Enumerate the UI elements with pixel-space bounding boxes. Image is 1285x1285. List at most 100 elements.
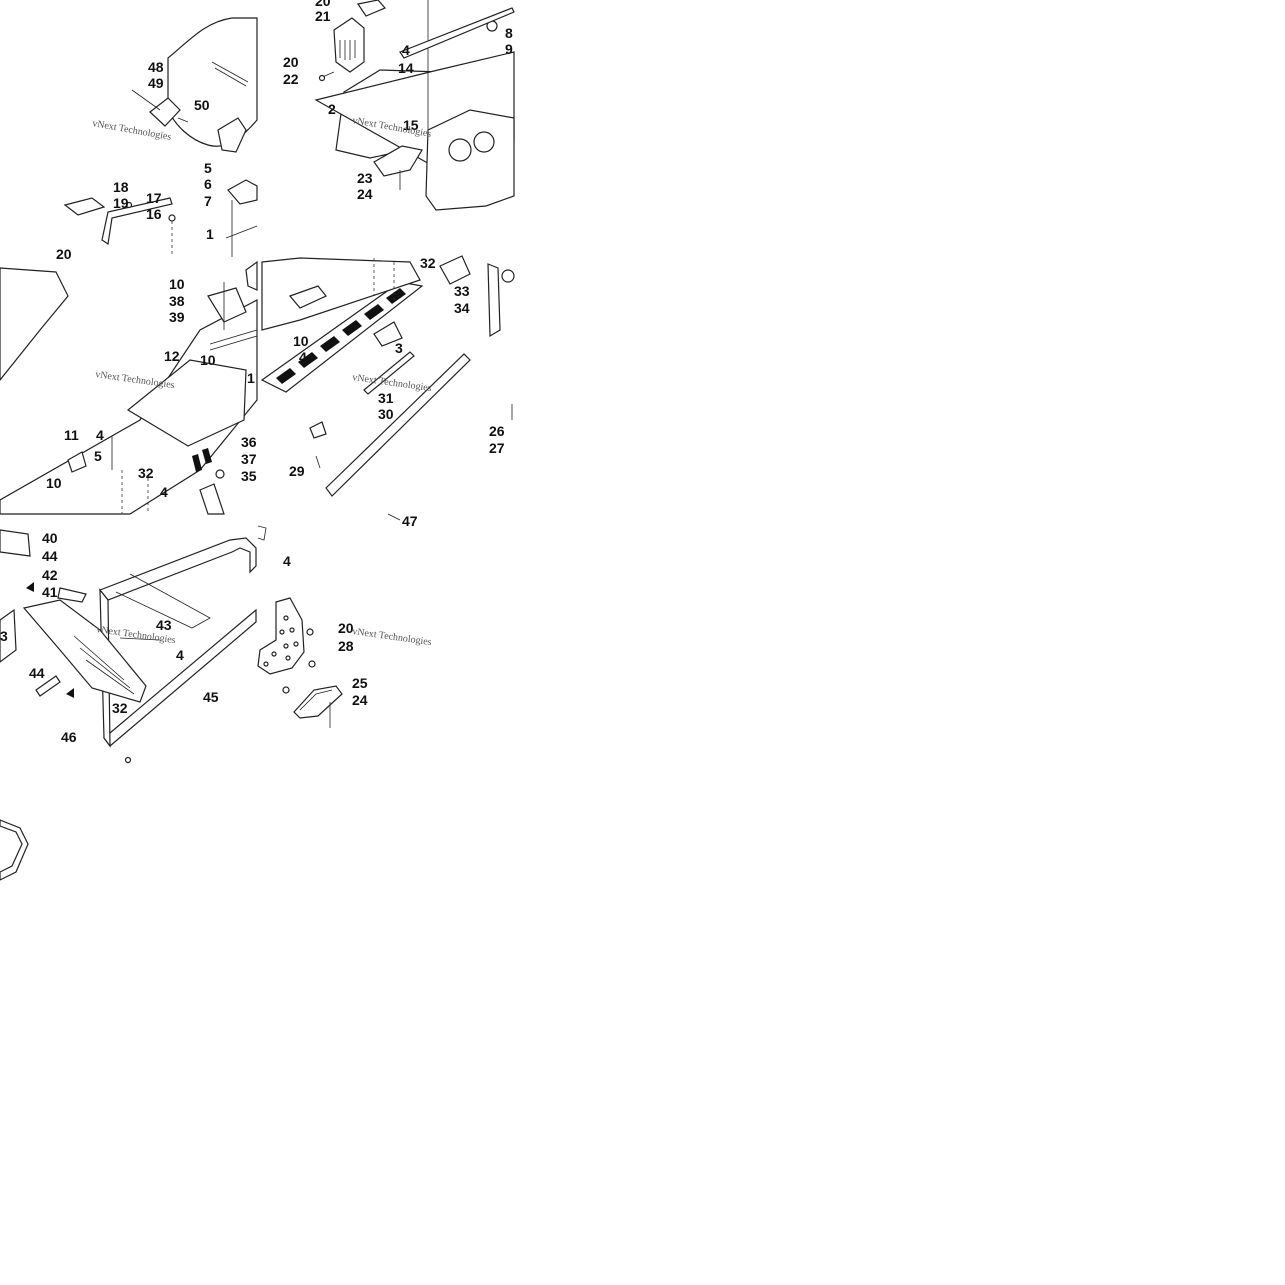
rear-bumper-frame xyxy=(99,537,257,601)
bracket-3 xyxy=(373,321,403,347)
callout-41: 41 xyxy=(42,584,58,600)
callout-36: 36 xyxy=(241,434,257,450)
callout-10: 10 xyxy=(293,333,309,349)
callout-16: 16 xyxy=(146,206,162,222)
flap-bracket xyxy=(35,675,61,697)
side-panel xyxy=(439,255,471,285)
callout-2: 2 xyxy=(328,101,336,117)
callout-32: 32 xyxy=(112,700,128,716)
step-plate-inner xyxy=(299,689,333,711)
seat-rear xyxy=(0,267,69,381)
callout-18: 18 xyxy=(113,179,129,195)
callout-3: 3 xyxy=(0,628,8,644)
panel-bottom-left: 40 44 42 41 3 44 43 4 45 32 46 vNext Tec… xyxy=(0,529,257,881)
running-board-treads xyxy=(276,288,406,384)
step-plate xyxy=(293,685,343,719)
seat-bracket-mid xyxy=(245,260,258,291)
callout-1: 1 xyxy=(247,370,255,386)
callout-20b: 20 xyxy=(283,54,299,70)
rear-bumper-bracket xyxy=(207,287,247,323)
callout-4: 4 xyxy=(283,553,291,569)
callout-12: 12 xyxy=(164,348,180,364)
callout-34: 34 xyxy=(454,300,470,316)
rail-edge xyxy=(209,329,258,351)
callout-24: 24 xyxy=(357,186,373,202)
chain-guard xyxy=(487,263,501,338)
tie-down-bracket xyxy=(227,179,258,205)
callout-22: 22 xyxy=(283,71,299,87)
bottom-arc xyxy=(0,819,29,881)
callout-43: 43 xyxy=(156,617,172,633)
mud-flap-bracket xyxy=(67,451,87,473)
bumper-tube xyxy=(325,353,471,497)
tunnel-upper xyxy=(261,257,421,331)
callout-38: 38 xyxy=(169,293,185,309)
callout-40: 40 xyxy=(42,530,58,546)
foot-plate xyxy=(257,597,305,675)
callout-17: 17 xyxy=(146,190,162,206)
seat-bracket xyxy=(149,97,181,127)
mount-clip xyxy=(257,525,267,541)
panel-top-left: 48 49 50 18 19 17 16 5 6 7 1 20 vNext Te… xyxy=(56,17,258,262)
callout-4: 4 xyxy=(402,42,410,58)
mount-plate xyxy=(333,17,365,73)
callout-20: 20 xyxy=(315,0,331,9)
callout-5: 5 xyxy=(94,448,102,464)
callout-32: 32 xyxy=(420,255,436,271)
left-bar xyxy=(0,608,17,663)
seat-strap xyxy=(211,61,249,87)
tail-bracket xyxy=(199,483,225,515)
callout-8: 8 xyxy=(505,25,513,41)
panel-mid-right: 32 33 34 10 4 3 31 30 29 26 27 47 vNext … xyxy=(260,255,515,529)
callout-29: 29 xyxy=(289,463,305,479)
foot-plate-holes xyxy=(263,615,299,667)
gauge-hole-left xyxy=(448,138,472,162)
callout-50: 50 xyxy=(194,97,210,113)
bracket-30 xyxy=(309,421,327,439)
callout-24: 24 xyxy=(352,692,368,708)
bracket-31 xyxy=(363,351,415,395)
panel-mid-left: 10 38 39 12 10 1 11 4 5 10 32 4 36 37 35… xyxy=(0,260,258,515)
watermark: vNext Technologies xyxy=(95,369,176,391)
callout-45: 45 xyxy=(203,689,219,705)
callout-39: 39 xyxy=(169,309,185,325)
panel-top-right: 20 21 20 22 2 4 9 8 14 15 23 24 vNext Te… xyxy=(283,0,515,211)
top-rail xyxy=(399,7,515,59)
panel-bottom-right: 4 20 28 25 24 vNext Technologies xyxy=(257,525,433,728)
seat-mount-bracket xyxy=(217,117,247,153)
callout-1: 1 xyxy=(206,226,214,242)
callout-31: 31 xyxy=(378,390,394,406)
callout-47: 47 xyxy=(402,513,418,529)
callout-7: 7 xyxy=(204,193,212,209)
callout-44: 44 xyxy=(42,548,58,564)
watermark: vNext Technologies xyxy=(352,626,433,648)
callout-4b: 4 xyxy=(160,484,168,500)
callout-10c: 10 xyxy=(46,475,62,491)
callout-9: 9 xyxy=(505,41,513,57)
callout-19: 19 xyxy=(113,195,129,211)
callout-20: 20 xyxy=(56,246,72,262)
callout-23: 23 xyxy=(357,170,373,186)
top-bracket xyxy=(357,0,386,17)
callout-26: 26 xyxy=(489,423,505,439)
gauge-panel xyxy=(425,109,515,211)
stripe-decal-2 xyxy=(202,448,212,464)
callout-30: 30 xyxy=(378,406,394,422)
callout-10b: 10 xyxy=(200,352,216,368)
callout-3: 3 xyxy=(395,340,403,356)
callout-37: 37 xyxy=(241,451,257,467)
hinge-plate xyxy=(63,197,106,216)
callout-10: 10 xyxy=(169,276,185,292)
callout-35: 35 xyxy=(241,468,257,484)
hitch-bracket xyxy=(0,529,31,557)
callout-48: 48 xyxy=(148,59,164,75)
callout-5: 5 xyxy=(204,160,212,176)
gauge-hole-right xyxy=(473,131,495,153)
callout-49: 49 xyxy=(148,75,164,91)
grab-handle xyxy=(101,197,173,246)
callout-25: 25 xyxy=(352,675,368,691)
callout-44b: 44 xyxy=(29,665,45,681)
callout-46: 46 xyxy=(61,729,77,745)
heat-exchanger xyxy=(288,285,327,309)
bracket-42 xyxy=(57,587,87,603)
